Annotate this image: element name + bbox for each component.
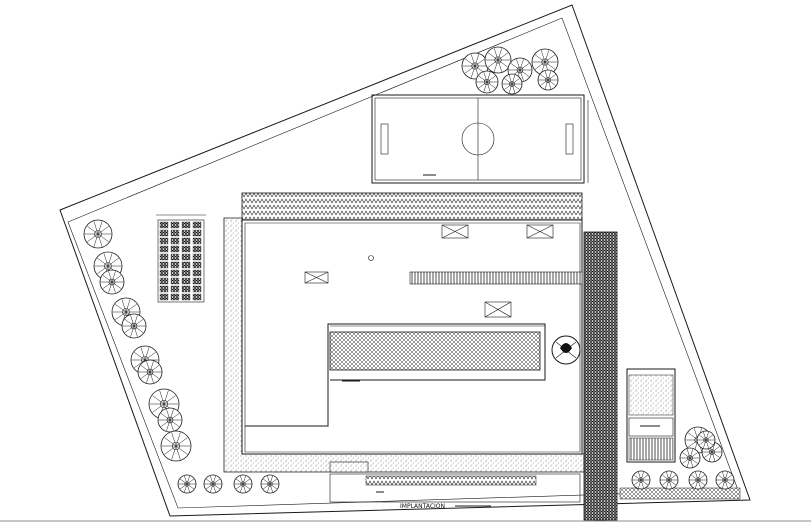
parking-cell xyxy=(192,261,202,269)
parking-cell xyxy=(170,237,180,245)
tree-symbol xyxy=(99,269,125,295)
parking-cell xyxy=(181,253,191,261)
parking-cell xyxy=(159,269,169,277)
parking-cell xyxy=(170,277,180,285)
tree-row-west xyxy=(83,219,192,462)
parking-cell xyxy=(159,285,169,293)
tree-symbol xyxy=(203,474,223,494)
parking-cell xyxy=(170,269,180,277)
tree-symbol xyxy=(157,407,183,433)
tree-symbol xyxy=(233,474,253,494)
roof-vent xyxy=(484,301,512,318)
parking-cell xyxy=(159,237,169,245)
parking-cell xyxy=(170,229,180,237)
roof-vent xyxy=(441,224,469,239)
east-corridor xyxy=(583,231,618,521)
tree-cluster-east xyxy=(679,426,723,469)
parking-grid xyxy=(156,214,206,303)
parking-cell xyxy=(170,293,180,301)
parking-cell xyxy=(159,221,169,229)
tree-symbol xyxy=(475,70,499,94)
parking-cell xyxy=(181,237,191,245)
parking-cell xyxy=(192,229,202,237)
shrub-row-south xyxy=(177,470,735,494)
parking-cell xyxy=(181,261,191,269)
tree-symbol xyxy=(679,447,701,469)
tree-symbol xyxy=(160,430,192,462)
parking-cell xyxy=(170,245,180,253)
parking-cell xyxy=(192,221,202,229)
tree-symbol xyxy=(260,474,280,494)
parking-cell xyxy=(170,221,180,229)
tree-symbol xyxy=(531,48,559,76)
parking-cell xyxy=(181,293,191,301)
south-wall xyxy=(329,473,741,521)
parking-cell xyxy=(192,237,202,245)
parking-cell xyxy=(159,261,169,269)
roof-vent xyxy=(304,271,329,284)
roundel-symbol xyxy=(551,335,581,365)
tree-symbol xyxy=(537,69,559,91)
roof-vent xyxy=(526,224,554,239)
tree-symbol xyxy=(137,359,163,385)
roof-band xyxy=(241,192,583,221)
tree-symbol xyxy=(121,313,147,339)
parking-cell xyxy=(159,293,169,301)
parking-cell xyxy=(159,253,169,261)
tree-symbol xyxy=(631,470,651,490)
tree-symbol xyxy=(484,46,512,74)
tree-symbol xyxy=(696,430,716,450)
parking-cell xyxy=(181,245,191,253)
parking-cell xyxy=(181,269,191,277)
parking-cell xyxy=(192,285,202,293)
parking-cell xyxy=(159,229,169,237)
parking-cell xyxy=(192,245,202,253)
drawing-title: IMPLANTACION xyxy=(400,503,445,510)
tree-symbol xyxy=(177,474,197,494)
parking-cell xyxy=(192,293,202,301)
main-building xyxy=(241,219,583,455)
tree-symbol xyxy=(659,470,679,490)
tree-symbol xyxy=(83,219,113,249)
tree-symbol xyxy=(715,470,735,490)
parking-cell xyxy=(170,253,180,261)
parking-cell xyxy=(159,277,169,285)
parking-cell xyxy=(181,285,191,293)
east-pavilion xyxy=(626,368,676,463)
tree-cluster-north xyxy=(461,46,559,95)
parking-cell xyxy=(159,245,169,253)
pool xyxy=(329,331,541,371)
tree-symbol xyxy=(501,73,523,95)
parking-cell xyxy=(192,253,202,261)
parking-cell xyxy=(192,269,202,277)
parking-cell xyxy=(181,277,191,285)
football-field xyxy=(371,94,589,184)
parking-cell xyxy=(170,261,180,269)
parking-cell xyxy=(170,285,180,293)
parking-cell xyxy=(192,277,202,285)
parking-cell xyxy=(181,229,191,237)
skylight-strip xyxy=(409,271,583,285)
tree-symbol xyxy=(688,470,708,490)
parking-cell xyxy=(181,221,191,229)
